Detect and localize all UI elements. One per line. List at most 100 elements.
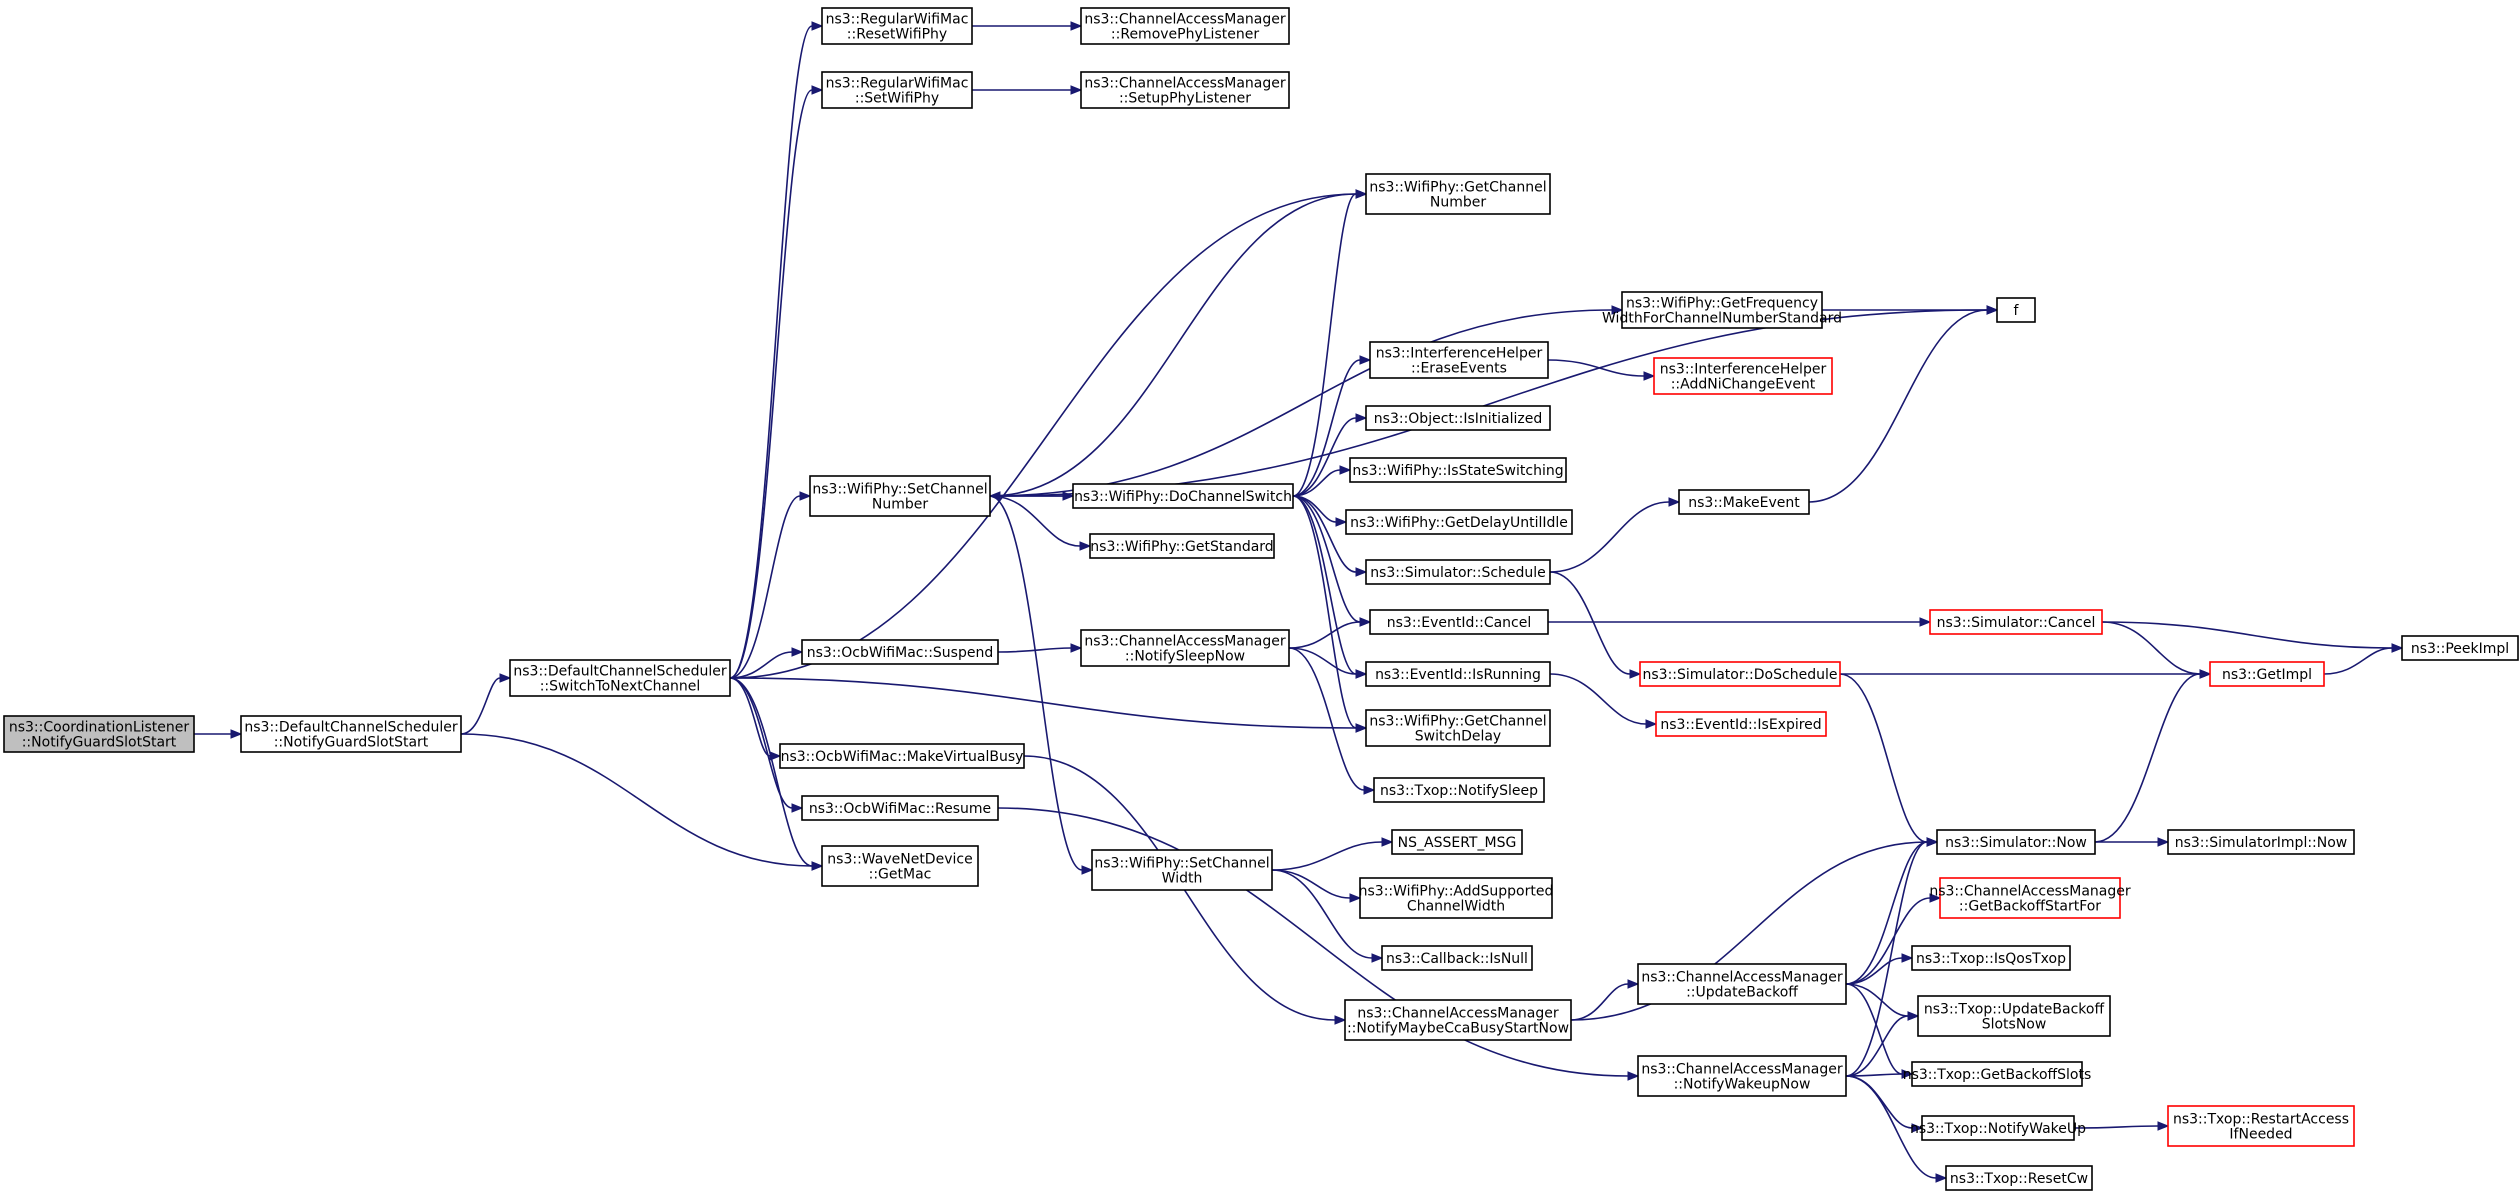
node-cam-spl[interactable]: ns3::ChannelAccessManager::SetupPhyListe… bbox=[1080, 71, 1290, 109]
node-sim-sched[interactable]: ns3::Simulator::Schedule bbox=[1365, 559, 1551, 585]
node-cam-rpl[interactable]: ns3::ChannelAccessManager::RemovePhyList… bbox=[1080, 7, 1290, 45]
node-ev-run[interactable]: ns3::EventId::IsRunning bbox=[1365, 661, 1551, 687]
node-label: ns3::Txop::ResetCw bbox=[1950, 1171, 2088, 1187]
node-label: f bbox=[2014, 303, 2020, 319]
edge-arrowhead bbox=[1081, 865, 1094, 875]
node-label: ns3::MakeEvent bbox=[1688, 495, 1800, 511]
node-txop-rcw[interactable]: ns3::Txop::ResetCw bbox=[1945, 1165, 2093, 1191]
node-label: ns3::Txop::NotifyWakeUp bbox=[1910, 1121, 2086, 1137]
node-box bbox=[1921, 1115, 2075, 1141]
edge-sim-sched-to-me bbox=[1549, 501, 1670, 573]
node-wp-dcs[interactable]: ns3::WifiPhy::DoChannelSwitch bbox=[1072, 483, 1294, 509]
node-label: ::NotifyMaybeCcaBusyStartNow bbox=[1347, 1021, 1569, 1037]
node-box bbox=[1639, 661, 1841, 687]
node-ev-exp[interactable]: ns3::EventId::IsExpired bbox=[1655, 711, 1827, 737]
node-wnd-gm[interactable]: ns3::WaveNetDevice::GetMac bbox=[821, 845, 979, 887]
node-label: ns3::EventId::IsExpired bbox=[1660, 717, 1821, 733]
node-label: ns3::WifiPhy::SetChannel bbox=[812, 482, 987, 498]
edge-cam-ub-to-txop-iqt bbox=[1845, 957, 1903, 985]
node-label: ns3::Callback::IsNull bbox=[1386, 951, 1528, 967]
node-wp-gs[interactable]: ns3::WifiPhy::GetStandard bbox=[1089, 533, 1275, 559]
node-obj-isinit[interactable]: ns3::Object::IsInitialized bbox=[1365, 405, 1551, 431]
edge-dcs-sw-to-ocb-mvb bbox=[729, 677, 771, 757]
node-sim-dosched[interactable]: ns3::Simulator::DoSchedule bbox=[1639, 661, 1841, 687]
node-cam-nmcbs[interactable]: ns3::ChannelAccessManager::NotifyMaybeCc… bbox=[1344, 999, 1572, 1041]
node-ih-ee[interactable]: ns3::InterferenceHelper::EraseEvents bbox=[1369, 341, 1549, 379]
node-getimpl[interactable]: ns3::GetImpl bbox=[2209, 661, 2325, 687]
node-cam-nwn[interactable]: ns3::ChannelAccessManager::NotifyWakeupN… bbox=[1637, 1055, 1847, 1097]
node-txop-nwu[interactable]: ns3::Txop::NotifyWakeUp bbox=[1910, 1115, 2086, 1141]
node-box bbox=[1653, 357, 1833, 395]
node-f[interactable]: f bbox=[1996, 297, 2036, 323]
node-label: ns3::EventId::IsRunning bbox=[1375, 667, 1541, 683]
edge-sim-sched-to-sim-dosched bbox=[1549, 571, 1631, 675]
node-box bbox=[1945, 1165, 2093, 1191]
edge-wp-dcs-to-obj-isinit bbox=[1292, 417, 1357, 497]
node-label: ns3::DefaultChannelScheduler bbox=[244, 720, 457, 736]
node-label: Number bbox=[1430, 195, 1486, 211]
edge-dcs-sw-to-wnd-gm bbox=[729, 677, 813, 867]
node-wp-iss[interactable]: ns3::WifiPhy::IsStateSwitching bbox=[1349, 457, 1567, 483]
node-box bbox=[3, 715, 195, 753]
node-label: ns3::PeekImpl bbox=[2411, 641, 2509, 657]
node-wp-gdui[interactable]: ns3::WifiPhy::GetDelayUntilIdle bbox=[1345, 509, 1573, 535]
node-box bbox=[1929, 609, 2103, 635]
node-sim-now[interactable]: ns3::Simulator::Now bbox=[1936, 829, 2096, 855]
node-rwm-set[interactable]: ns3::RegularWifiMac::SetWifiPhy bbox=[821, 71, 973, 109]
node-box bbox=[1365, 173, 1551, 215]
node-coord[interactable]: ns3::CoordinationListener::NotifyGuardSl… bbox=[3, 715, 195, 753]
node-cam-ub[interactable]: ns3::ChannelAccessManager::UpdateBackoff bbox=[1637, 963, 1847, 1005]
node-me[interactable]: ns3::MakeEvent bbox=[1678, 489, 1810, 515]
node-label: ns3::Txop::GetBackoffSlots bbox=[1903, 1067, 2092, 1083]
edge-wp-dcs-to-ev-run bbox=[1292, 495, 1357, 675]
node-label: ns3::InterferenceHelper bbox=[1376, 346, 1543, 362]
edge-getimpl-to-peek bbox=[2323, 647, 2393, 675]
node-ocb-susp[interactable]: ns3::OcbWifiMac::Suspend bbox=[801, 639, 999, 665]
node-txop-iqt[interactable]: ns3::Txop::IsQosTxop bbox=[1911, 945, 2071, 971]
node-ocb-mvb[interactable]: ns3::OcbWifiMac::MakeVirtualBusy bbox=[779, 743, 1025, 769]
node-label: ns3::WifiPhy::GetFrequency bbox=[1626, 296, 1818, 312]
node-dcs-sw[interactable]: ns3::DefaultChannelScheduler::SwitchToNe… bbox=[509, 659, 731, 697]
node-nsassert[interactable]: NS_ASSERT_MSG bbox=[1391, 829, 1523, 855]
node-box bbox=[2167, 1105, 2355, 1147]
node-wp-gfw[interactable]: ns3::WifiPhy::GetFrequencyWidthForChanne… bbox=[1602, 291, 1842, 329]
edge-wp-dcs-to-ev-cancel bbox=[1292, 495, 1361, 623]
node-box bbox=[1381, 945, 1533, 971]
node-txop-gbs[interactable]: ns3::Txop::GetBackoffSlots bbox=[1903, 1061, 2092, 1087]
node-peek[interactable]: ns3::PeekImpl bbox=[2401, 635, 2519, 661]
node-simimpl-now[interactable]: ns3::SimulatorImpl::Now bbox=[2167, 829, 2355, 855]
node-cam-gbsf[interactable]: ns3::ChannelAccessManager::GetBackoffSta… bbox=[1929, 877, 2131, 919]
node-sim-cancel[interactable]: ns3::Simulator::Cancel bbox=[1929, 609, 2103, 635]
node-box bbox=[1072, 483, 1294, 509]
edge-wp-scn-to-wp-gs bbox=[989, 495, 1081, 547]
node-label: ns3::WifiPhy::DoChannelSwitch bbox=[1074, 489, 1292, 505]
node-label: ns3::RegularWifiMac bbox=[826, 12, 969, 28]
edge-arrowhead bbox=[1363, 785, 1376, 795]
node-label: ns3::Simulator::Schedule bbox=[1370, 565, 1546, 581]
node-rwm-reset[interactable]: ns3::RegularWifiMac::ResetWifiPhy bbox=[821, 7, 973, 45]
node-label: ns3::CoordinationListener bbox=[9, 720, 190, 736]
node-cb-null[interactable]: ns3::Callback::IsNull bbox=[1381, 945, 1533, 971]
node-dcs-nsg[interactable]: ns3::DefaultChannelScheduler::NotifyGuar… bbox=[240, 715, 462, 753]
node-ih-anc[interactable]: ns3::InterferenceHelper::AddNiChangeEven… bbox=[1653, 357, 1833, 395]
node-ev-cancel[interactable]: ns3::EventId::Cancel bbox=[1369, 609, 1549, 635]
node-box bbox=[2401, 635, 2519, 661]
node-label: ns3::ChannelAccessManager bbox=[1084, 12, 1286, 28]
node-label: ns3::WifiPhy::GetStandard bbox=[1090, 539, 1273, 555]
node-box bbox=[1996, 297, 2036, 323]
node-label: ChannelWidth bbox=[1407, 899, 1505, 915]
node-ocb-res[interactable]: ns3::OcbWifiMac::Resume bbox=[801, 795, 999, 821]
node-box bbox=[1911, 945, 2071, 971]
node-txop-ns[interactable]: ns3::Txop::NotifySleep bbox=[1373, 777, 1545, 803]
node-cam-nsn[interactable]: ns3::ChannelAccessManager::NotifySleepNo… bbox=[1080, 629, 1290, 667]
edge-dcs-nsg-to-wnd-gm bbox=[460, 733, 813, 867]
edge-arrowhead bbox=[1349, 893, 1362, 903]
node-label: ::NotifyWakeupNow bbox=[1674, 1077, 1811, 1093]
